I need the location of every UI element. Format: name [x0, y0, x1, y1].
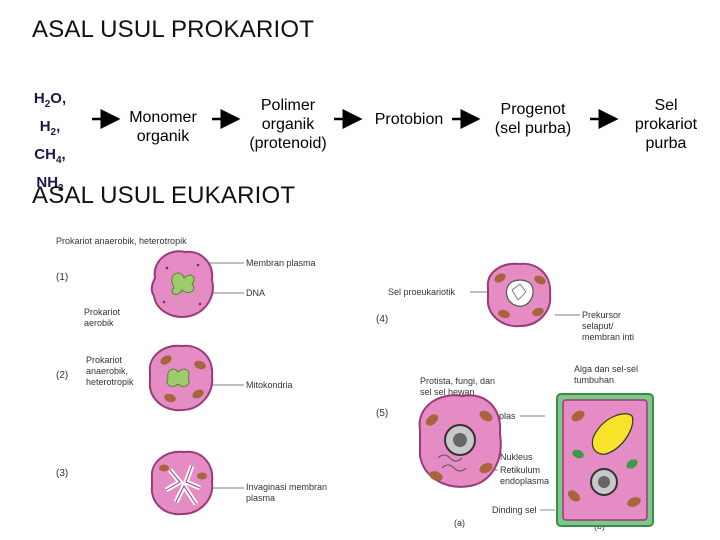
stage-5-number: (5)	[376, 408, 389, 419]
dna-label: DNA	[246, 288, 266, 298]
cell-ancestral-prokaryote	[150, 250, 214, 318]
mitokondria-label: Mitokondria	[246, 380, 293, 390]
eukaryote-illustration	[148, 250, 654, 527]
header-label: Prokariot anaerobik, heterotropik	[56, 236, 187, 246]
process-arrows	[92, 109, 619, 129]
eukaryote-title: ASAL USUL EUKARIOT	[32, 182, 296, 209]
ch4-formula: CH4,	[34, 146, 66, 166]
prokaryote-title: ASAL USUL PROKARIOT	[32, 16, 315, 43]
h2-formula: H2,	[39, 118, 61, 138]
cell-with-mitochondria	[148, 344, 214, 412]
figure-a-label: (a)	[454, 518, 465, 528]
sel-proeukariotik-label: Sel proeukariotik	[388, 287, 456, 297]
cell-proeukaryote	[486, 262, 552, 328]
step-protobion: Protobion	[374, 111, 444, 128]
stage-1-number: (1)	[56, 272, 69, 283]
nh3-formula: NH3	[36, 174, 64, 194]
nukleus-label: Nukleus	[500, 452, 533, 462]
stage-3-number: (3)	[56, 468, 69, 479]
cell-plant	[556, 393, 654, 527]
cell-animal	[418, 394, 502, 488]
dinding-sel-label: Dinding sel	[492, 505, 537, 515]
membran-plasma-label: Membran plasma	[246, 258, 316, 268]
stage-4-number: (4)	[376, 314, 389, 325]
h2o-formula: H2O,	[33, 90, 67, 110]
stage-2-number: (2)	[56, 370, 69, 381]
step-progenot: Progenot(sel purba)	[494, 101, 572, 137]
cell-invagination	[150, 450, 214, 516]
start-molecules: H2O, H2, CH4, NH3	[20, 88, 80, 200]
